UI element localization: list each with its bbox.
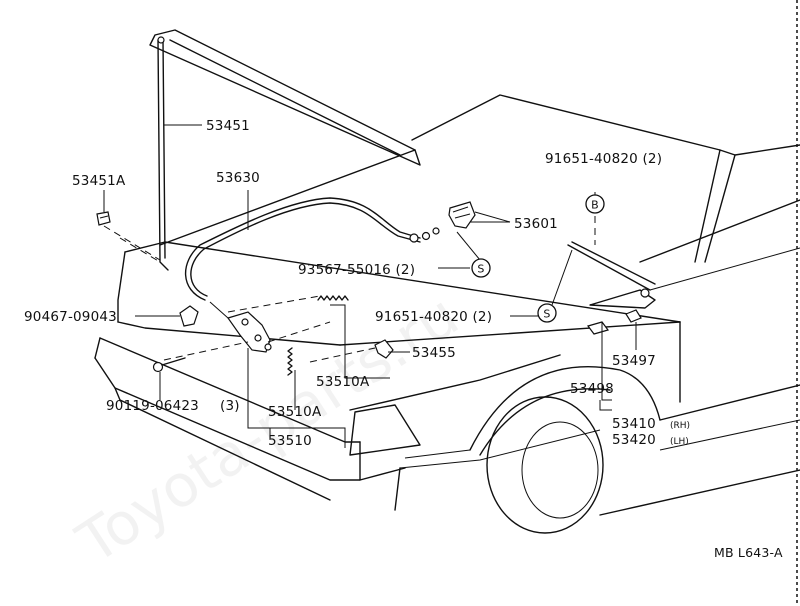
dash-3: [267, 321, 331, 343]
svg-text:S: S: [543, 308, 550, 321]
label-53510: 53510: [268, 433, 312, 449]
svg-text:B: B: [591, 199, 599, 212]
release-lever: [448, 201, 476, 229]
valance-line-2: [399, 429, 601, 469]
spring-lower: [287, 347, 293, 376]
label-53451a: 53451A: [72, 173, 126, 189]
label-53410: 53410: [612, 416, 656, 432]
label-90467: 90467-09043: [24, 309, 117, 325]
front-left-corner: [117, 251, 126, 323]
label-53510a-1: 53510A: [316, 374, 370, 390]
label-53420-side: (LH): [670, 437, 689, 447]
label-91651-top: 91651-40820 (2): [545, 151, 662, 167]
label-53498: 53498: [570, 381, 614, 397]
dash-5: [227, 295, 321, 313]
label-53630: 53630: [216, 170, 260, 186]
tire: [486, 396, 604, 534]
label-53451: 53451: [206, 118, 250, 134]
dash-2: [163, 341, 249, 361]
valance-line: [404, 449, 471, 459]
callout-s1: S: [471, 258, 491, 278]
cowl-line: [639, 199, 800, 263]
label-53410-side: (RH): [670, 421, 690, 431]
hood-support-rod: [157, 36, 169, 271]
headlight-top: [349, 354, 561, 411]
grommet-dash: [103, 225, 161, 261]
svg-text:S: S: [477, 263, 484, 276]
bay-edge: [159, 149, 416, 246]
front-face-top: [117, 321, 341, 346]
label-93567: 93567-55016 (2): [298, 262, 415, 278]
label-53497: 53497: [612, 353, 656, 369]
rim: [521, 421, 599, 519]
label-90119-qty: (3): [220, 398, 240, 414]
hood-lock: [209, 301, 272, 353]
hood-panel: [149, 29, 421, 166]
rod-grommet: [96, 211, 111, 226]
label-53510a-2: 53510A: [268, 404, 322, 420]
fender-rear: [659, 384, 800, 421]
bumper-bottom: [114, 387, 331, 501]
spring-upper: [317, 295, 349, 301]
label-53601: 53601: [514, 216, 558, 232]
diagram-code: MB L643-A: [714, 545, 783, 560]
dash-1: [119, 237, 161, 263]
roof-line: [734, 144, 800, 156]
lock-catch: [374, 339, 394, 359]
leader-lines: [103, 124, 637, 448]
fender-front: [339, 321, 681, 346]
cable-clips: [409, 227, 440, 243]
fender-lower: [394, 467, 401, 511]
valance: [359, 441, 406, 481]
hood-hinge: [567, 241, 656, 309]
part-labels: 53451 53451A 53630 91651-40820 (2) 53601…: [24, 118, 783, 560]
bumper-lower: [94, 357, 361, 481]
hinge-pad-53497: [625, 309, 642, 323]
label-53420: 53420: [612, 432, 656, 448]
label-53455: 53455: [412, 345, 456, 361]
a-pillar: [704, 149, 736, 263]
windshield: [411, 94, 721, 263]
cable-clamp: [179, 305, 199, 327]
hood-edge-line: [169, 39, 401, 156]
bumper-face: [94, 337, 101, 359]
release-cable: [184, 197, 421, 301]
rocker: [599, 469, 800, 516]
door-line: [659, 419, 800, 451]
label-91651-mid: 91651-40820 (2): [375, 309, 492, 325]
callout-b1: B: [585, 194, 605, 214]
bolt: [152, 357, 186, 373]
wheel-arch: [469, 366, 661, 451]
headlight: [349, 404, 421, 456]
hinge-pad-53498: [586, 321, 610, 335]
callout-s2: S: [537, 303, 557, 323]
cowl-line-2: [649, 247, 800, 291]
label-90119: 90119-06423: [106, 398, 199, 414]
hood: [149, 29, 421, 166]
